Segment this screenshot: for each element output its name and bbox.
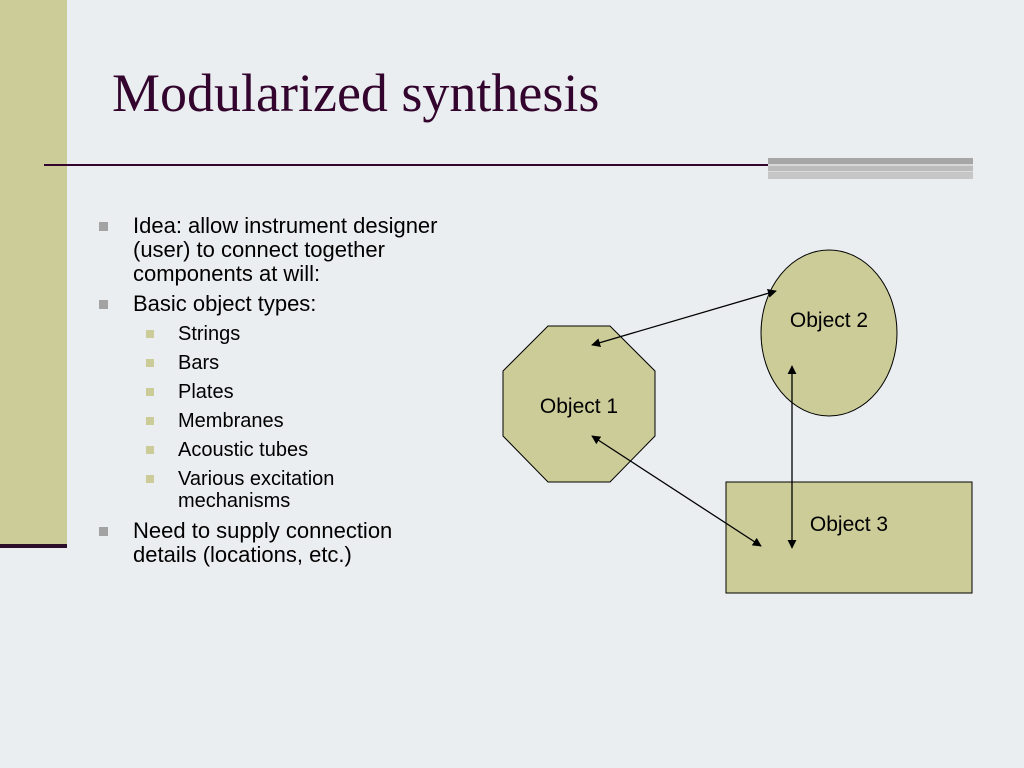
slide-title: Modularized synthesis: [112, 63, 600, 123]
square-sub-bullet-icon: [146, 359, 154, 367]
arrow-object-1-object-2: [591, 288, 777, 348]
object-types-list: Strings Bars Plates Membranes Acoustic t…: [97, 323, 447, 512]
list-item-text: Acoustic tubes: [178, 439, 309, 461]
list-item: Strings: [97, 323, 447, 345]
side-accent-rule: [0, 544, 67, 548]
square-sub-bullet-icon: [146, 417, 154, 425]
list-item-text: Plates: [178, 381, 234, 403]
list-item-text: Strings: [178, 323, 241, 345]
title-underline: [44, 164, 972, 166]
list-item: Bars: [97, 352, 447, 374]
list-item: Acoustic tubes: [97, 439, 447, 461]
square-bullet-icon: [99, 300, 108, 309]
title-accent-stripes: [768, 158, 973, 179]
bullet-item-connection-details: Need to supply connection details (locat…: [97, 519, 447, 567]
list-item: Various excitation mechanisms: [97, 468, 447, 512]
square-sub-bullet-icon: [146, 388, 154, 396]
object-2-label: Object 2: [790, 309, 868, 332]
list-item: Membranes: [97, 410, 447, 432]
arrow-object-1-object-3: [591, 435, 762, 547]
object-2-ellipse: [760, 249, 898, 417]
list-item-text: Membranes: [178, 410, 284, 432]
square-bullet-icon: [99, 527, 108, 536]
list-item-text: Bars: [178, 352, 220, 374]
square-sub-bullet-icon: [146, 330, 154, 338]
bullet-text: Idea: allow instrument designer (user) t…: [133, 213, 438, 286]
square-bullet-icon: [99, 222, 108, 231]
list-item: Plates: [97, 381, 447, 403]
object-3-rectangle: [725, 481, 973, 594]
side-accent-bar: [0, 0, 67, 545]
square-sub-bullet-icon: [146, 475, 154, 483]
object-1-label: Object 1: [540, 395, 618, 418]
bullet-item-idea: Idea: allow instrument designer (user) t…: [97, 214, 447, 286]
bullet-list: Idea: allow instrument designer (user) t…: [97, 214, 447, 573]
square-sub-bullet-icon: [146, 446, 154, 454]
bullet-item-object-types: Basic object types:: [97, 292, 447, 316]
bullet-text: Need to supply connection details (locat…: [133, 518, 393, 567]
object-3-label: Object 3: [810, 513, 888, 536]
list-item-text: Various excitation mechanisms: [178, 468, 335, 512]
bullet-text: Basic object types:: [133, 291, 317, 316]
